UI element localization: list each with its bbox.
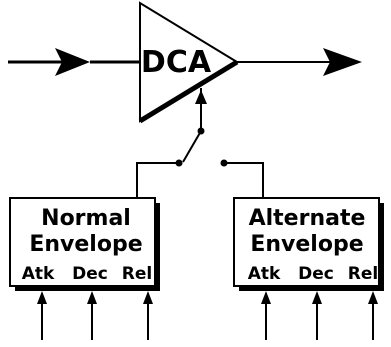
control-arrow: [195, 88, 207, 130]
dca-amplifier: DCA: [138, 1, 239, 124]
normal-rel-input-arrow: [143, 291, 153, 340]
normal-envelope-subtitle: Envelope: [29, 232, 142, 257]
alternate-rel-label: Rel: [348, 264, 378, 284]
alternate-dec-label: Dec: [298, 264, 334, 284]
output-arrow: [237, 48, 362, 76]
alternate-atk-input-arrow: [261, 291, 271, 340]
normal-envelope-box: Normal Envelope Atk Dec Rel: [9, 197, 160, 291]
dca-label: DCA: [141, 45, 212, 80]
envelope-selector-switch: [136, 127, 264, 198]
normal-envelope-title: Normal: [41, 206, 131, 231]
normal-atk-input-arrow: [37, 291, 47, 340]
alternate-envelope-box: Alternate Envelope Atk Dec Rel: [233, 197, 384, 291]
alternate-param-input-arrows: [261, 291, 378, 340]
alternate-dec-input-arrow: [312, 291, 322, 340]
normal-dec-label: Dec: [72, 264, 108, 284]
alternate-envelope-title: Alternate: [249, 206, 366, 231]
normal-atk-label: Atk: [22, 264, 55, 284]
input-arrow: [8, 48, 140, 76]
normal-param-input-arrows: [37, 291, 153, 340]
normal-rel-label: Rel: [122, 264, 152, 284]
normal-dec-input-arrow: [87, 291, 97, 340]
alternate-rel-input-arrow: [368, 291, 378, 340]
alternate-atk-label: Atk: [248, 264, 281, 284]
alternate-envelope-subtitle: Envelope: [250, 232, 363, 257]
